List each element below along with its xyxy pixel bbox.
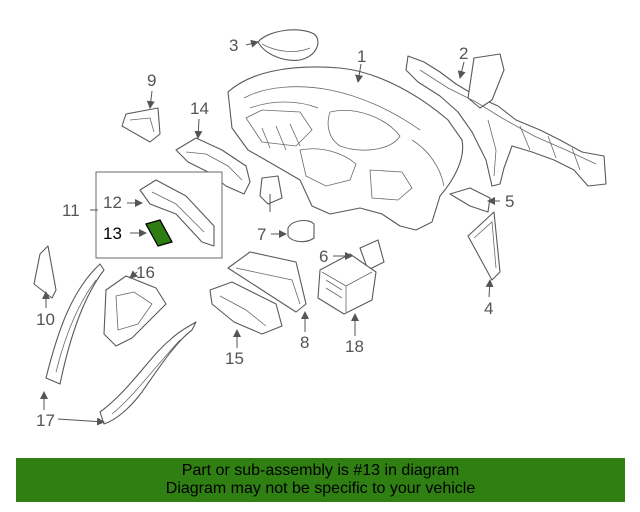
assembly-box-11 bbox=[95, 171, 223, 259]
info-banner: Part or sub-assembly is #13 in diagram D… bbox=[16, 458, 625, 502]
part-10-side-trim bbox=[33, 245, 57, 299]
part-15-bracket bbox=[209, 281, 283, 335]
callout-12: 12 bbox=[103, 193, 122, 212]
callout-5: 5 bbox=[505, 192, 514, 211]
callout-6: 6 bbox=[319, 247, 328, 266]
callout-4: 4 bbox=[484, 299, 493, 318]
part-7-bracket bbox=[259, 175, 315, 243]
callout-10: 10 bbox=[36, 310, 55, 329]
callout-17: 17 bbox=[36, 411, 55, 430]
part-16-center-fascia bbox=[103, 275, 167, 347]
part-14-trim-strip bbox=[175, 137, 251, 195]
callout-7: 7 bbox=[257, 225, 266, 244]
part-3-cover bbox=[257, 29, 319, 61]
callout-9: 9 bbox=[147, 71, 156, 90]
callout-13: 13 bbox=[103, 224, 122, 243]
callout-1: 1 bbox=[357, 47, 366, 66]
part-12-panel bbox=[139, 179, 215, 247]
callout-8: 8 bbox=[300, 333, 309, 352]
part-9-trim bbox=[121, 107, 161, 143]
callout-14: 14 bbox=[190, 99, 209, 118]
callout-2: 2 bbox=[459, 44, 468, 63]
callout-18: 18 bbox=[345, 337, 364, 356]
callout-16: 16 bbox=[136, 263, 155, 282]
banner-line-2: Diagram may not be specific to your vehi… bbox=[165, 480, 476, 497]
parts-diagram: 3 1 2 9 14 11 12 13 7 5 6 4 10 16 8 18 1… bbox=[33, 29, 607, 430]
part-6-bracket bbox=[359, 239, 385, 271]
part-13-highlighted bbox=[145, 219, 173, 247]
callout-11: 11 bbox=[62, 201, 80, 220]
part-18-module bbox=[317, 253, 377, 315]
banner-line-1: Part or sub-assembly is #13 in diagram bbox=[181, 462, 460, 479]
part-8-lower-panel bbox=[227, 251, 307, 313]
callout-3: 3 bbox=[229, 36, 238, 55]
part-4-side-cover bbox=[467, 211, 501, 281]
part-2-cowl-cross-bar bbox=[405, 53, 607, 187]
part-17-garnish bbox=[45, 263, 197, 425]
callout-15: 15 bbox=[225, 349, 244, 368]
part-1-crash-pad bbox=[227, 66, 464, 231]
part-5-cover bbox=[449, 187, 491, 213]
leader-lines bbox=[40, 39, 500, 426]
